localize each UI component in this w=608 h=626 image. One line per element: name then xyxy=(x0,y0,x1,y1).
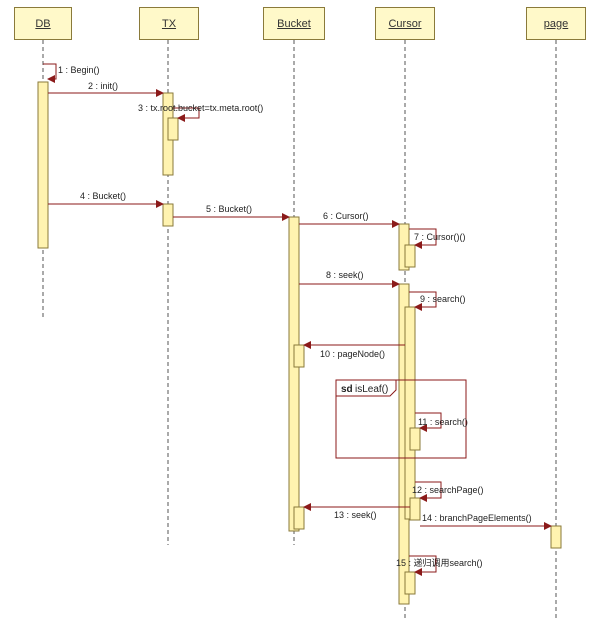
message-arrow-11 xyxy=(415,412,442,432)
fragment-isleaf: sd isLeaf() xyxy=(335,379,467,459)
message-label-14: 14 : branchPageElements() xyxy=(422,513,532,523)
message-arrow-1 xyxy=(43,63,57,83)
activation-bucket xyxy=(288,216,300,532)
activation-cursor-recursive xyxy=(404,571,416,595)
message-label-13: 13 : seek() xyxy=(334,510,377,520)
message-label-11: 11 : search() xyxy=(418,417,468,427)
activation-bucket-pagenode xyxy=(293,344,305,368)
activation-cursor-searchpage xyxy=(409,497,421,521)
message-label-7: 7 : Cursor()() xyxy=(414,232,466,242)
message-label-10: 10 : pageNode() xyxy=(320,349,385,359)
lifeline-header-tx: TX xyxy=(139,7,199,40)
message-label-5: 5 : Bucket() xyxy=(206,204,252,214)
message-label-3: 3 : tx.root.bucket=tx.meta.root() xyxy=(138,103,263,113)
activation-db xyxy=(37,81,49,249)
message-label-2: 2 : init() xyxy=(88,81,118,91)
activation-cursor-search-2 xyxy=(409,427,421,451)
activation-tx-1-nested xyxy=(167,117,179,141)
message-label-8: 8 : seek() xyxy=(326,270,364,280)
message-label-15: 15 : 递归调用search() xyxy=(396,557,483,568)
activation-page xyxy=(550,525,562,549)
lifeline-header-page: page xyxy=(526,7,586,40)
message-label-1: 1 : Begin() xyxy=(58,65,100,75)
lifeline-header-bucket: Bucket xyxy=(263,7,325,40)
lifeline-header-db: DB xyxy=(14,7,72,40)
activation-tx-2 xyxy=(162,203,174,227)
message-label-12: 12 : searchPage() xyxy=(412,485,484,495)
fragment-name: isLeaf() xyxy=(355,384,388,395)
message-label-4: 4 : Bucket() xyxy=(80,191,126,201)
message-label-6: 6 : Cursor() xyxy=(323,211,369,221)
lifeline-header-cursor: Cursor xyxy=(375,7,435,40)
message-arrow-3 xyxy=(173,107,200,122)
message-arrow-12 xyxy=(415,481,442,502)
fragment-operator: sd xyxy=(341,384,353,395)
message-label-9: 9 : search() xyxy=(420,294,466,304)
message-arrow-9 xyxy=(409,291,437,311)
message-arrow-7 xyxy=(409,228,437,249)
message-arrow-15 xyxy=(409,555,437,576)
activation-bucket-seek xyxy=(293,506,305,530)
activation-cursor-1-nested xyxy=(404,244,416,268)
